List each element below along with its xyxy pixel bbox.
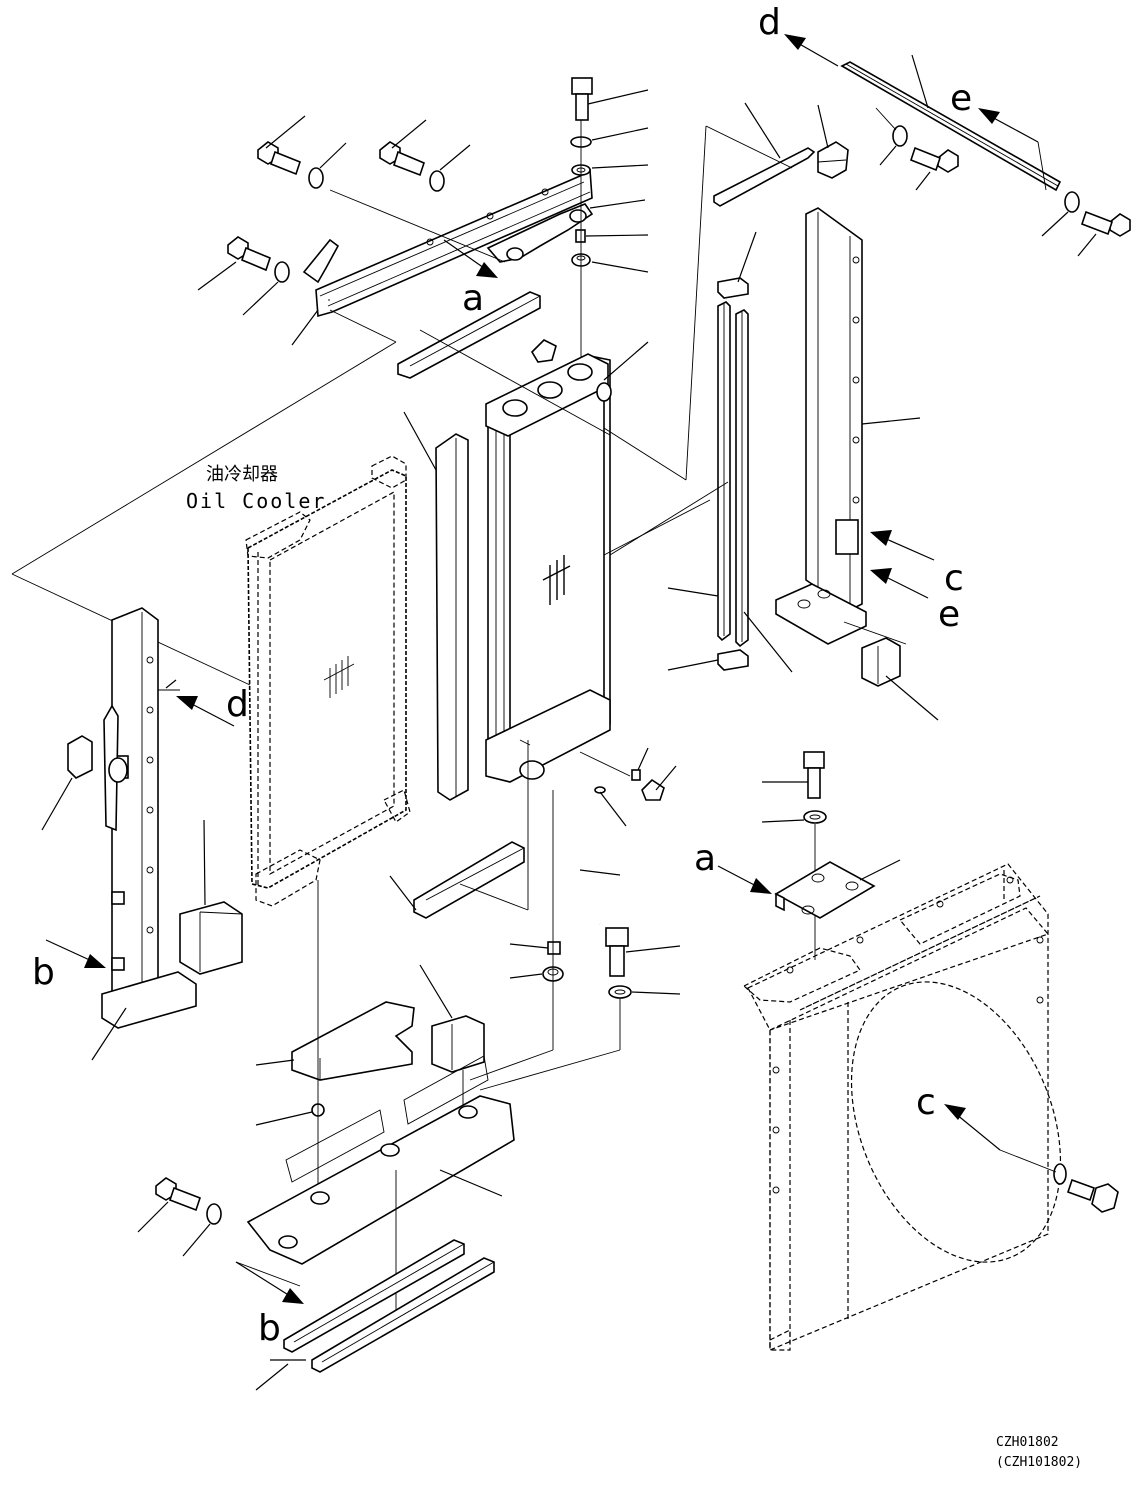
oil-cooler-label-cn: 油冷却器 — [206, 464, 278, 485]
right-support-post — [775, 207, 921, 645]
small-clip-2 — [641, 765, 677, 801]
callout-d-left: d — [226, 684, 249, 725]
arrow-c-right — [870, 530, 935, 561]
rubber-mount-cradle — [255, 1001, 415, 1081]
arrow-d-left — [176, 696, 235, 727]
rubber-strip-vertical-long — [403, 411, 469, 801]
bracket-clip — [302, 238, 340, 284]
arrow-a-top — [443, 239, 498, 278]
bolt-top-right-2 — [1077, 210, 1131, 257]
bolt-top-left-1 — [257, 115, 306, 176]
callout-d-top: d — [758, 2, 781, 43]
small-clip-1 — [631, 747, 649, 781]
washer-mid-left — [242, 261, 290, 316]
bolt-top-left-2 — [379, 119, 427, 177]
fan-shroud — [742, 863, 1062, 1351]
collar-center-lower — [509, 941, 561, 955]
washer-top-right-2 — [1041, 191, 1080, 237]
bolt-bottom-left — [137, 1177, 202, 1233]
plate-right — [774, 859, 901, 919]
drawing-code: CZH01802 — [996, 1435, 1059, 1450]
rubber-block-left — [179, 819, 243, 975]
plate-bracket-top — [486, 199, 646, 263]
radiator-core-main — [485, 341, 711, 783]
rubber-block-cradle — [419, 964, 485, 1073]
washer-top-center-2 — [571, 164, 649, 176]
core-symbol — [542, 555, 571, 605]
callout-e-right: e — [938, 594, 960, 635]
rubber-strip-bottom-1 — [283, 1239, 465, 1353]
pad-right-top — [717, 231, 757, 299]
arrow-a-right — [717, 865, 772, 894]
rod-top-right — [840, 54, 1062, 192]
callout-a-right: a — [694, 838, 716, 879]
rubber-strip-right-vertical-2 — [735, 309, 749, 648]
rubber-mount-center-lower — [509, 966, 564, 982]
bolt-right-lower — [762, 751, 825, 799]
washer-top-right-1 — [879, 125, 908, 166]
rubber-strip-a-horizontal — [397, 291, 541, 379]
bolt-shroud — [1066, 1178, 1119, 1213]
pad-left-post — [41, 735, 93, 831]
small-pad-top — [530, 339, 557, 363]
callout-b-left: b — [32, 952, 55, 993]
washer-top-left-2 — [429, 144, 471, 192]
collar-top-center — [575, 229, 649, 243]
rubber-strip-bottom-2 — [311, 1257, 495, 1373]
washer-top-left-1 — [308, 142, 347, 189]
callout-e-top: e — [950, 78, 972, 119]
oil-cooler-label-en: Oil Cooler — [186, 489, 326, 513]
arrow-c-shroud — [944, 1104, 1001, 1151]
callout-a-top: a — [462, 278, 484, 319]
hose-center — [572, 786, 621, 925]
lower-cradle-bracket — [246, 1055, 515, 1265]
clip-top-right — [817, 104, 849, 179]
callout-b-bottom: b — [258, 1308, 281, 1349]
rubber-mount-top-center — [571, 253, 649, 273]
drawing-code-alt: (CZH101802) — [996, 1455, 1082, 1470]
arrow-d-top — [784, 34, 839, 67]
washer-right-lower — [761, 810, 827, 824]
oil-cooler-symbol — [323, 656, 355, 698]
bolt-mid-left — [197, 236, 271, 291]
bolt-center-lower — [605, 927, 681, 977]
callout-c-shroud: c — [916, 1082, 936, 1123]
bolt-top-right-1 — [910, 146, 959, 191]
oil-cooler-unit — [245, 455, 411, 907]
washer-shroud — [1053, 1163, 1067, 1185]
rubber-strip-right-vertical-1 — [717, 301, 731, 642]
pad-right-bottom — [667, 649, 749, 671]
rubber-strip-lower-center — [389, 841, 525, 919]
hose-clamp — [594, 786, 627, 827]
arrow-e-right — [870, 568, 929, 599]
bolt-top-center — [571, 77, 649, 121]
washer-bottom-left — [182, 1203, 222, 1257]
washer-top-center-1 — [570, 127, 649, 148]
callout-c-right: c — [944, 558, 964, 599]
arrow-e-top — [978, 108, 1039, 143]
washer-center-lower — [608, 985, 681, 999]
rubber-block-right — [861, 637, 939, 721]
arrow-b-bottom — [235, 1261, 304, 1304]
rubber-strip-top-right — [713, 102, 816, 207]
arrow-b-left — [45, 939, 106, 968]
left-support-post — [91, 607, 197, 1061]
top-mounting-bracket — [291, 168, 593, 346]
collar-cradle — [255, 1103, 325, 1126]
